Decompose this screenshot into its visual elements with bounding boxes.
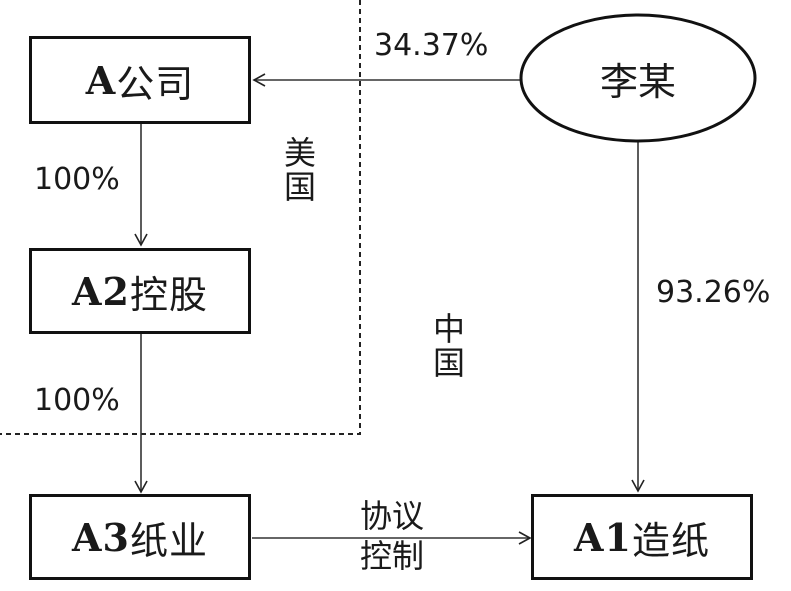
region-label-usa: 美国 (279, 136, 317, 204)
node-a1-cjk: 造纸 (631, 518, 710, 563)
node-a-company-latin: A (85, 57, 117, 103)
edge-label-a3-to-a1-line1: 协议 (359, 497, 424, 535)
node-a2-cjk: 控股 (129, 272, 208, 317)
node-a3-cjk: 纸业 (129, 518, 208, 563)
edge-label-a3-to-a1: 协议 控制 (347, 496, 437, 576)
edge-label-a3-to-a1-line2: 控制 (359, 537, 424, 575)
border-dashed-line (0, 0, 361, 435)
edge-label-a2-to-a3: 100% (34, 383, 120, 418)
edge-label-li-to-a1: 93.26% (656, 275, 771, 310)
edge-label-a-to-a2: 100% (34, 162, 120, 197)
node-a3-latin: A3 (72, 514, 130, 560)
node-a-company-cjk: 公司 (116, 61, 195, 106)
node-li-label: 李某 (599, 59, 676, 104)
region-label-china: 中国 (428, 312, 466, 380)
edge-label-li-to-a: 34.37% (374, 28, 489, 63)
node-li-ellipse (519, 13, 757, 143)
node-a1-latin: A1 (574, 514, 632, 560)
node-a2-latin: A2 (72, 268, 130, 314)
